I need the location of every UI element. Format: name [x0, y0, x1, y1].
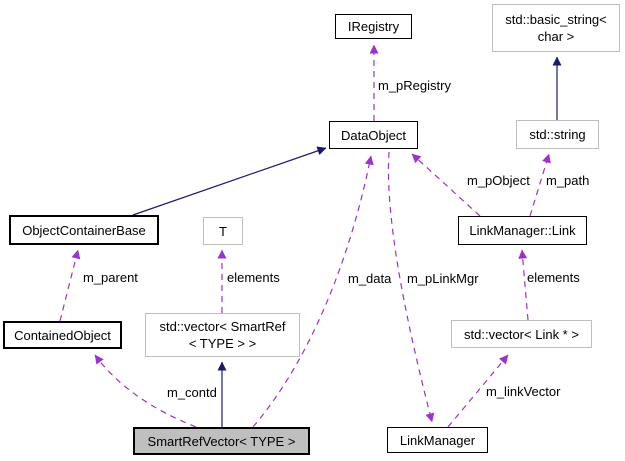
node-label: std::vector< Link * >: [464, 326, 579, 342]
node-dataobject[interactable]: DataObject: [329, 121, 418, 149]
node-linkmanager-link[interactable]: LinkManager::Link: [458, 216, 587, 245]
node-linkmanager[interactable]: LinkManager: [387, 427, 488, 453]
node-label: T: [219, 223, 227, 239]
node-smartrefvector: SmartRefVector< TYPE >: [133, 427, 310, 455]
node-label: LinkManager: [399, 432, 476, 448]
node-label: SmartRefVector< TYPE >: [147, 433, 296, 449]
edge-label-m_pRegistry: m_pRegistry: [378, 78, 451, 93]
use-linkmanager-to-vectorlink: [447, 354, 509, 428]
node-iregistry[interactable]: IRegistry: [335, 14, 412, 39]
edge-label-elements: elements: [527, 270, 580, 285]
edge-label-m_pObject: m_pObject: [467, 173, 530, 188]
node-std-string: std::string: [516, 120, 599, 149]
inherit-objectcontainerbase-to-dataobject: [132, 146, 327, 216]
edge-label-m_path: m_path: [546, 173, 590, 188]
node-label: IRegistry: [347, 19, 400, 34]
node-label: < TYPE > >: [188, 336, 257, 351]
edge-label-m_pLinkMgr: m_pLinkMgr: [407, 271, 479, 286]
node-label: DataObject: [340, 127, 407, 143]
node-label: std::vector< SmartRef: [159, 319, 286, 334]
edge-label-elements: elements: [227, 270, 280, 285]
node-objectcontainerbase[interactable]: ObjectContainerBase: [9, 215, 159, 245]
edge-label-m_linkVector: m_linkVector: [486, 384, 561, 399]
use-containedobject-to-objectcontainerbase: [59, 249, 81, 322]
node-t: T: [203, 217, 243, 245]
node-vector-link-ptr: std::vector< Link * >: [451, 320, 592, 348]
edge-label-m_contd: m_contd: [167, 385, 217, 400]
node-label: char >: [537, 29, 575, 44]
edge-label-m_data: m_data: [348, 271, 392, 286]
node-containedobject[interactable]: ContainedObject: [3, 321, 122, 349]
edge-label-m_parent: m_parent: [83, 270, 138, 285]
use-smartrefvector-to-dataobject: [252, 155, 374, 428]
use-dataobject-to-linkmanager: [387, 151, 435, 423]
node-label: ObjectContainerBase: [22, 222, 146, 238]
node-vector-smartref: std::vector< SmartRef< TYPE > >: [145, 313, 300, 357]
node-basic-string: std::basic_string<char >: [492, 4, 620, 52]
use-vectorlink-to-link: [518, 249, 529, 321]
use-smartrefvector-to-containedobject: [94, 354, 197, 428]
node-label: std::string: [529, 127, 586, 142]
use-link-to-dataobject: [411, 153, 481, 217]
node-label: ContainedObject: [14, 327, 111, 343]
node-label: std::basic_string<: [505, 12, 607, 27]
node-label: LinkManager::Link: [469, 223, 576, 238]
